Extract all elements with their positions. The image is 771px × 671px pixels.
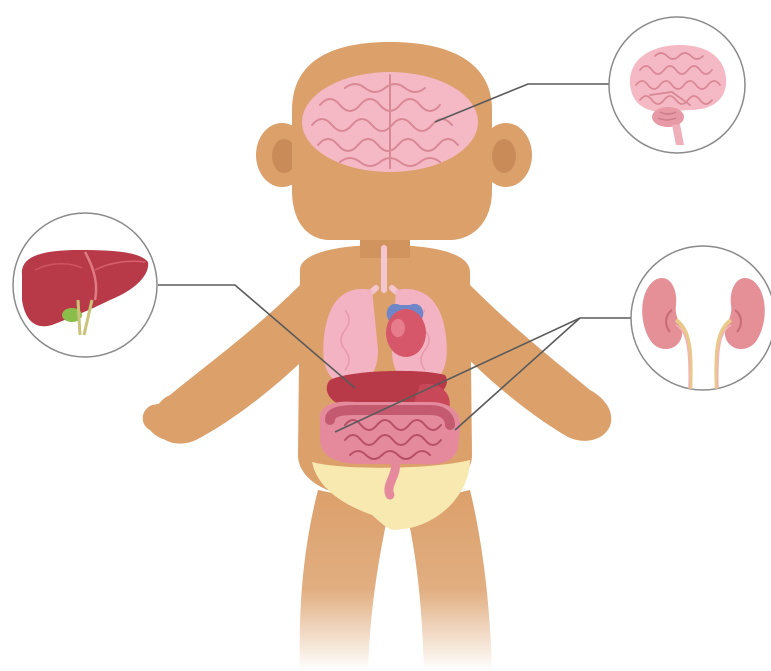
liver-callout (13, 213, 157, 357)
heart (386, 304, 426, 357)
brain (302, 72, 478, 172)
kidneys-callout (631, 246, 771, 395)
right-arm (455, 285, 611, 441)
brain-callout (609, 17, 745, 153)
